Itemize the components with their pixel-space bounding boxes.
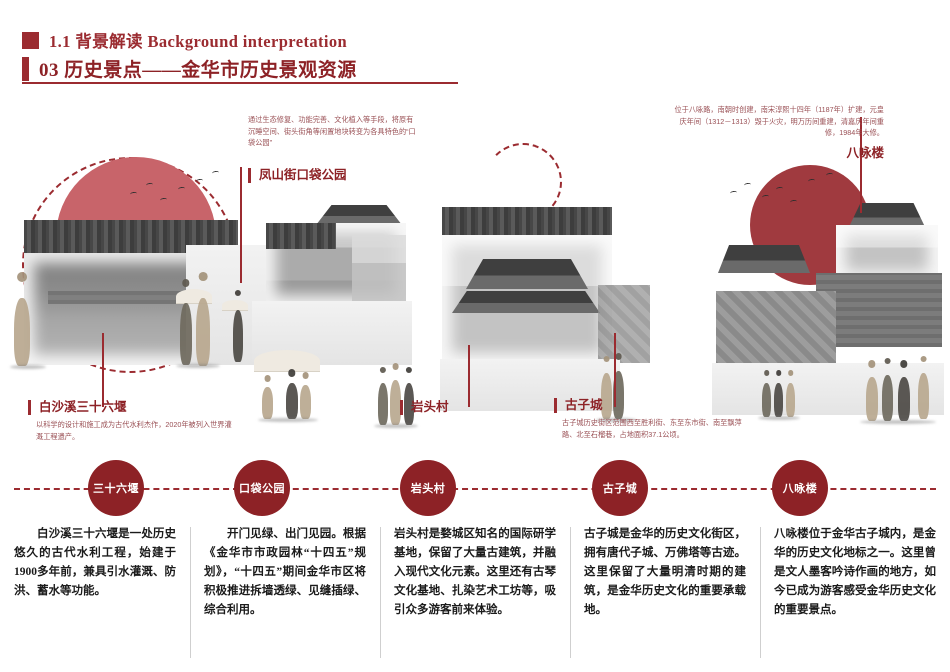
callout-weirs-title: 白沙溪三十六堰 [28, 400, 238, 415]
figure-person [866, 377, 878, 421]
page-title: 03 历史景点——金华市历史景观资源 [39, 60, 357, 81]
timeline-node-guzicheng-label: 古子城 [602, 483, 638, 495]
callout-guzicheng: 古子城 古子城历史街区范围西至胜利街、东至东市街、南至飘萍路、北至石榴巷，占地面… [554, 398, 754, 440]
column-pocket-park-text: 开门见绿、出门见园。根据《金华市市政园林“十四五”规划》，“十四五”期间金华市区… [204, 528, 366, 616]
figure-person [918, 373, 929, 419]
figure-person [262, 387, 273, 419]
photo-village-ground [440, 359, 620, 411]
callout-pocket-park-body: 通过生态修复、功能完善、文化植入等手段，将原有沉睡空间、街头街角等闲置地块转变为… [248, 115, 416, 147]
figure-person [390, 380, 401, 425]
figure-person [786, 383, 795, 417]
bird-icon [211, 170, 220, 176]
timeline-node-pocket-park[interactable]: 口袋公园 [234, 460, 290, 516]
callout-bayong-body: 位于八咏路，南朝时创建，南宋淳熙十四年（1187年）扩建，元皇庆年间（1312－… [674, 105, 884, 137]
photo-hall-roof [466, 259, 588, 289]
bird-icon [729, 190, 738, 196]
connector-pin-guzicheng [614, 333, 616, 407]
photo-pavilion-roof [316, 205, 402, 225]
description-columns: 白沙溪三十六堰是一处历史悠久的古代水利工程，始建于1900多年前，兼具引水灌溉、… [0, 525, 950, 672]
column-yantou-text: 岩头村是婺城区知名的国际研学基地，保留了大量古建筑，并融入现代文化元素。这里还有… [394, 528, 556, 616]
callout-yantou-title: 岩头村 [400, 400, 510, 415]
callout-weirs-body: 以科学的设计和施工成为古代水利杰作，2020年被列入世界灌溉工程遗产。 [36, 420, 232, 441]
collage-stage [0, 95, 950, 455]
photo-temple-wall [352, 235, 406, 305]
figure-person [286, 383, 298, 419]
timeline-node-weirs-label: 三十六堰 [93, 483, 139, 495]
figure-shadow [860, 420, 936, 424]
photo-city-wall [816, 273, 942, 347]
callout-pocket-park-title: 凤山街口袋公园 [248, 168, 347, 183]
column-yantou: 岩头村是婺城区知名的国际研学基地，保留了大量古建筑，并融入现代文化元素。这里还有… [380, 525, 570, 672]
photo-stone-steps [716, 291, 836, 369]
section-subtitle: 1.1 背景解读 Background interpretation [49, 32, 348, 51]
connector-pin-weirs [102, 333, 104, 407]
callout-guzicheng-body: 古子城历史街区范围西至胜利街、东至东市街、南至飘萍路、北至石榴巷，占地面积37.… [562, 418, 742, 439]
timeline-node-bayong[interactable]: 八咏楼 [772, 460, 828, 516]
figure-person [14, 298, 30, 366]
photo-village-stone [598, 285, 650, 363]
callout-yantou: 岩头村 [400, 400, 510, 415]
figure-person [898, 377, 910, 421]
figure-person [762, 383, 771, 417]
timeline-node-bayong-label: 八咏楼 [782, 483, 818, 495]
callout-bayong-title-wrap: 八咏楼 [800, 146, 884, 161]
figure-shadow [258, 418, 318, 422]
square-bullet-icon [22, 31, 39, 49]
timeline-node-weirs[interactable]: 三十六堰 [88, 460, 144, 516]
bird-icon [195, 178, 204, 184]
figure-person [613, 371, 624, 419]
bird-icon [743, 182, 752, 188]
callout-weirs: 白沙溪三十六堰 以科学的设计和施工成为古代水利杰作，2020年被列入世界灌溉工程… [28, 400, 238, 442]
connector-pin-pocket-park [240, 167, 242, 283]
callout-bayong-title: 八咏楼 [846, 146, 884, 160]
figure-person [601, 373, 612, 419]
header-line-1: 1.1 背景解读 Background interpretation [22, 28, 347, 52]
photo-weir-left [48, 291, 208, 304]
figure-shadow [758, 416, 800, 420]
callout-bayong: 位于八咏路，南朝时创建，南宋淳熙十四年（1187年）扩建，元皇庆年间（1312－… [672, 104, 884, 139]
column-weirs-text: 白沙溪三十六堰是一处历史悠久的古代水利工程，始建于1900多年前，兼具引水灌溉、… [14, 528, 176, 597]
dashed-ring-middle [484, 143, 562, 221]
column-pocket-park: 开门见绿、出门见园。根据《金华市市政园林“十四五”规划》，“十四五”期间金华市区… [190, 525, 380, 672]
figure-person [378, 383, 388, 425]
photo-cypress-row [442, 207, 612, 239]
timeline-node-pocket-park-label: 口袋公园 [239, 483, 285, 495]
connector-pin-yantou [468, 345, 470, 407]
figure-person [180, 303, 192, 365]
figure-person [233, 310, 243, 362]
timeline-axis [14, 488, 936, 490]
figure-shadow [10, 365, 46, 369]
figure-person [774, 383, 783, 417]
figure-person [300, 385, 311, 419]
patio-umbrella-icon [254, 350, 320, 372]
bar-accent-icon [22, 56, 29, 81]
column-bayong: 八咏楼位于金华古子城内，是金华的历史文化地标之一。这里曾是文人墨客吟诗作画的地方… [760, 525, 950, 672]
column-guzicheng-text: 古子城是金华的历史文化街区，拥有唐代子城、万佛塔等古迹。这里保留了大量明清时期的… [584, 528, 746, 616]
figure-person [196, 298, 210, 366]
timeline-node-yantou[interactable]: 岩头村 [400, 460, 456, 516]
figure-person [882, 375, 893, 421]
header-divider [22, 82, 458, 84]
figure-person [404, 383, 414, 425]
callout-pocket-park-title-wrap: 凤山街口袋公园 [248, 168, 347, 183]
figure-shadow [374, 424, 418, 428]
header-line-2: 03 历史景点——金华市历史景观资源 [22, 55, 357, 82]
callout-guzicheng-title: 古子城 [554, 398, 754, 413]
photo-hall-eaves [452, 291, 600, 313]
column-weirs: 白沙溪三十六堰是一处历史悠久的古代水利工程，始建于1900多年前，兼具引水灌溉、… [0, 525, 190, 672]
callout-pocket-park: 通过生态修复、功能完善、文化植入等手段，将原有沉睡空间、街头街角等闲置地块转变为… [248, 114, 416, 149]
umbrella-icon [222, 300, 248, 311]
connector-pin-bayong [860, 117, 862, 213]
photo-left-eave [718, 245, 810, 273]
photo-gate-tower [836, 225, 938, 281]
timeline-node-guzicheng[interactable]: 古子城 [592, 460, 648, 516]
column-bayong-text: 八咏楼位于金华古子城内，是金华的历史文化地标之一。这里曾是文人墨客吟诗作画的地方… [774, 528, 936, 616]
timeline-node-yantou-label: 岩头村 [410, 483, 446, 495]
photo-hillside [266, 223, 336, 249]
column-guzicheng: 古子城是金华的历史文化街区，拥有唐代子城、万佛塔等古迹。这里保留了大量明清时期的… [570, 525, 760, 672]
figure-shadow [176, 364, 220, 368]
timeline: 三十六堰 口袋公园 岩头村 古子城 八咏楼 [0, 455, 950, 525]
figure-shadow [596, 418, 636, 422]
